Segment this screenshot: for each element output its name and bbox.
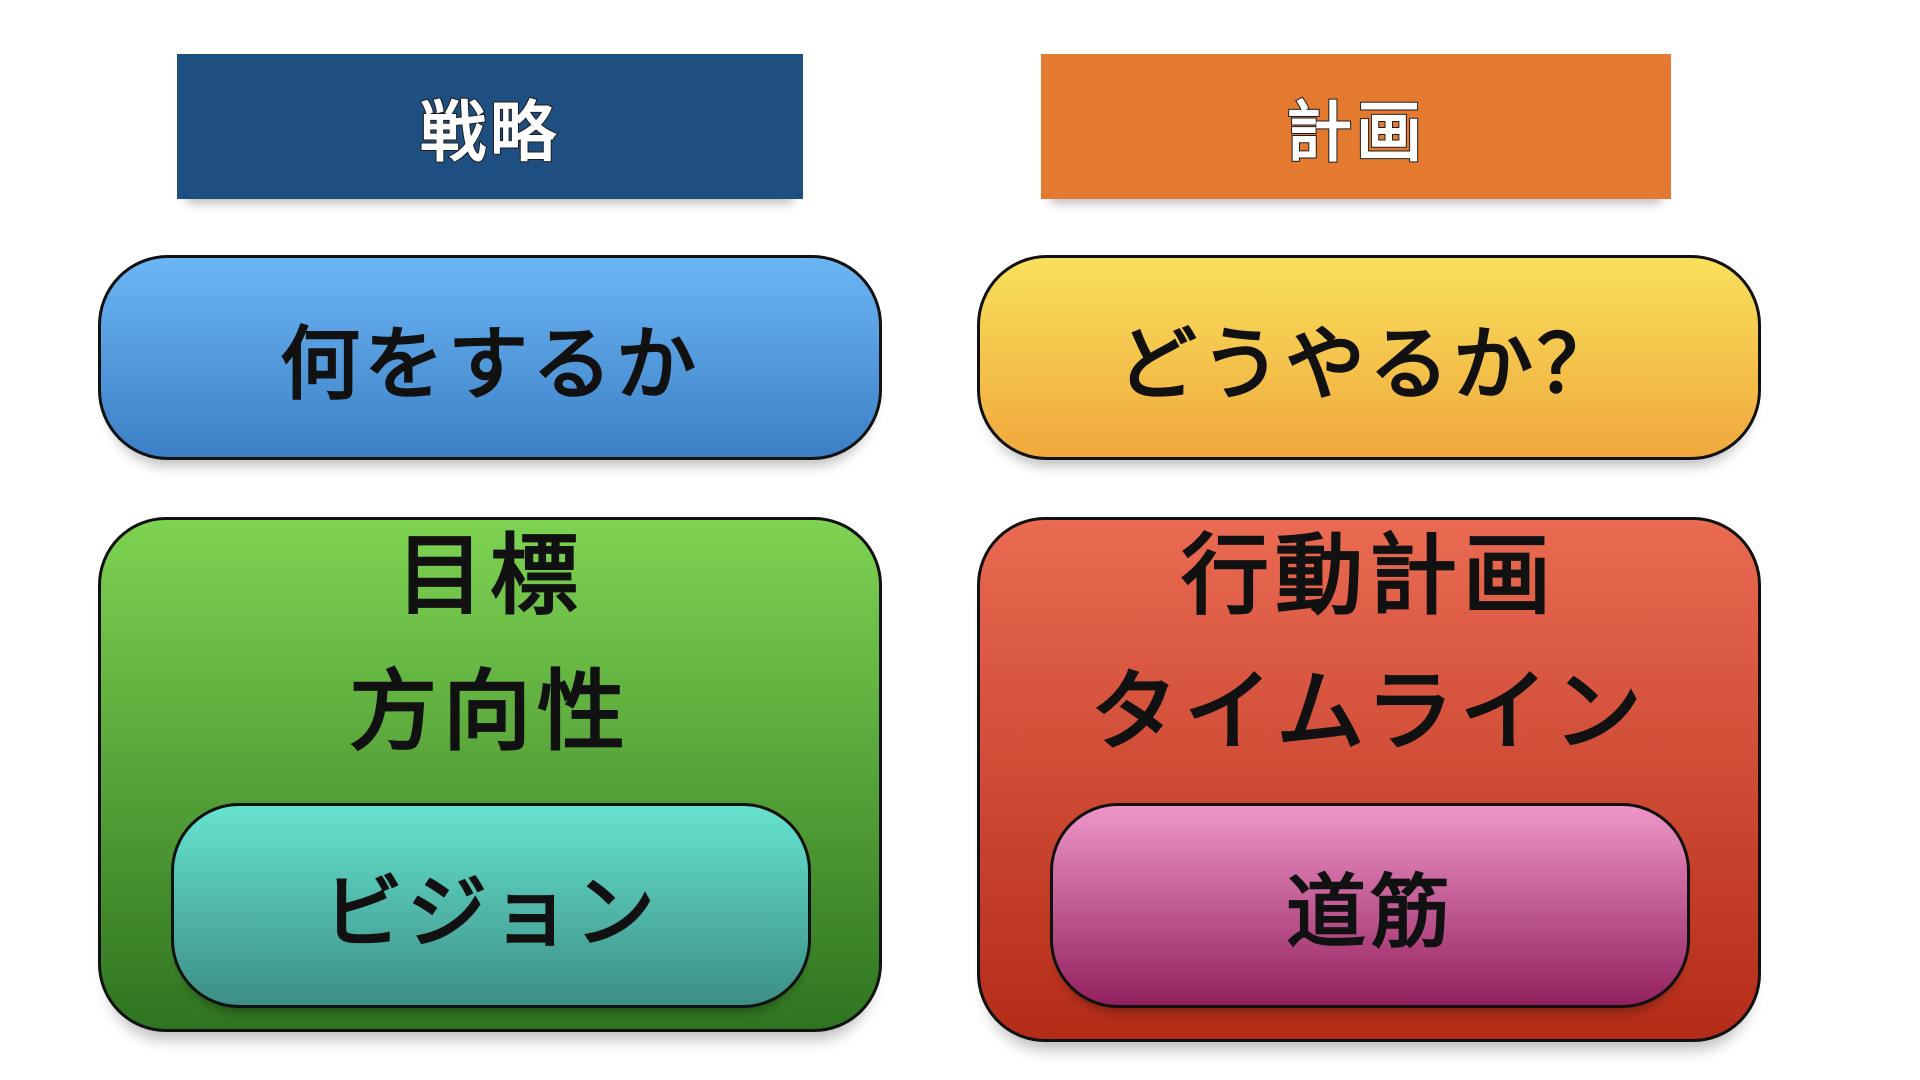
- strategy-main-line1: 目標: [395, 524, 584, 627]
- plan-inner-box: 道筋: [1050, 803, 1690, 1008]
- strategy-main-line2: 方向性: [348, 660, 631, 763]
- strategy-header: 戦略: [177, 54, 803, 199]
- plan-main-line1: 行動計画: [1180, 524, 1557, 627]
- strategy-main-box: 目標 方向性 ビジョン: [98, 517, 882, 1032]
- strategy-question-box: 何をするか: [98, 255, 882, 460]
- plan-question-box: どうやるか？: [977, 255, 1761, 460]
- plan-main-line2: タイムライン: [1090, 660, 1648, 763]
- plan-main-box: 行動計画 タイムライン 道筋: [977, 517, 1761, 1042]
- plan-inner-text: 道筋: [1286, 865, 1454, 959]
- strategy-inner-text: ビジョン: [323, 865, 659, 959]
- plan-question-text: どうやるか？: [1117, 317, 1621, 411]
- strategy-question-text: 何をするか: [280, 317, 700, 411]
- strategy-inner-box: ビジョン: [171, 803, 811, 1008]
- plan-header: 計画: [1041, 54, 1671, 199]
